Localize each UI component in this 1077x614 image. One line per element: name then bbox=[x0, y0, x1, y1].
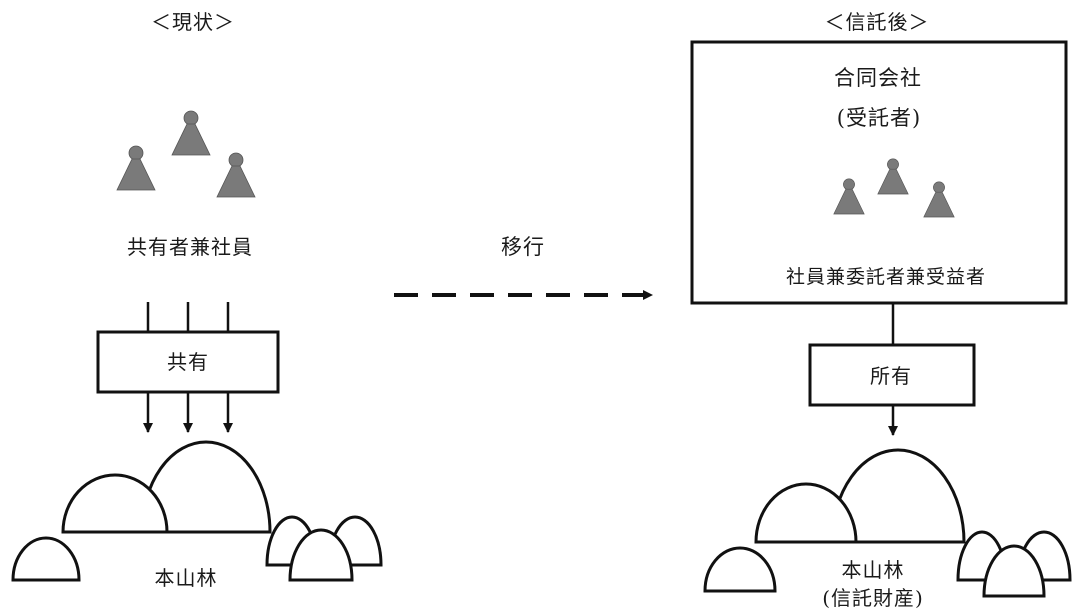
after-heading: ＜信託後＞ bbox=[824, 10, 930, 34]
current-forest-icon bbox=[11, 440, 383, 582]
llc-box bbox=[690, 40, 1068, 305]
llc-role: (受託者) bbox=[836, 106, 922, 130]
llc-name: 合同会社 bbox=[834, 66, 922, 90]
trust-forest-note: (信託財産) bbox=[822, 586, 924, 610]
transition-label: 移行 bbox=[501, 235, 545, 259]
current-owners-icon bbox=[116, 110, 256, 198]
current-heading: ＜現状＞ bbox=[151, 10, 235, 34]
trust-forest-label: 本山林 bbox=[841, 558, 905, 582]
trust-forest-icon bbox=[703, 448, 1072, 598]
ownership-label: 所有 bbox=[870, 364, 912, 388]
ownership-box bbox=[808, 343, 976, 407]
current-owners-label: 共有者兼社員 bbox=[127, 235, 253, 259]
box-to-forest-arrows bbox=[143, 392, 233, 433]
llc-members-label: 社員兼委託者兼受益者 bbox=[785, 266, 987, 288]
co-ownership-box bbox=[96, 330, 280, 394]
owners-to-box-lines bbox=[146, 302, 230, 332]
co-ownership-label: 共有 bbox=[167, 350, 209, 374]
current-forest-label: 本山林 bbox=[154, 566, 218, 590]
